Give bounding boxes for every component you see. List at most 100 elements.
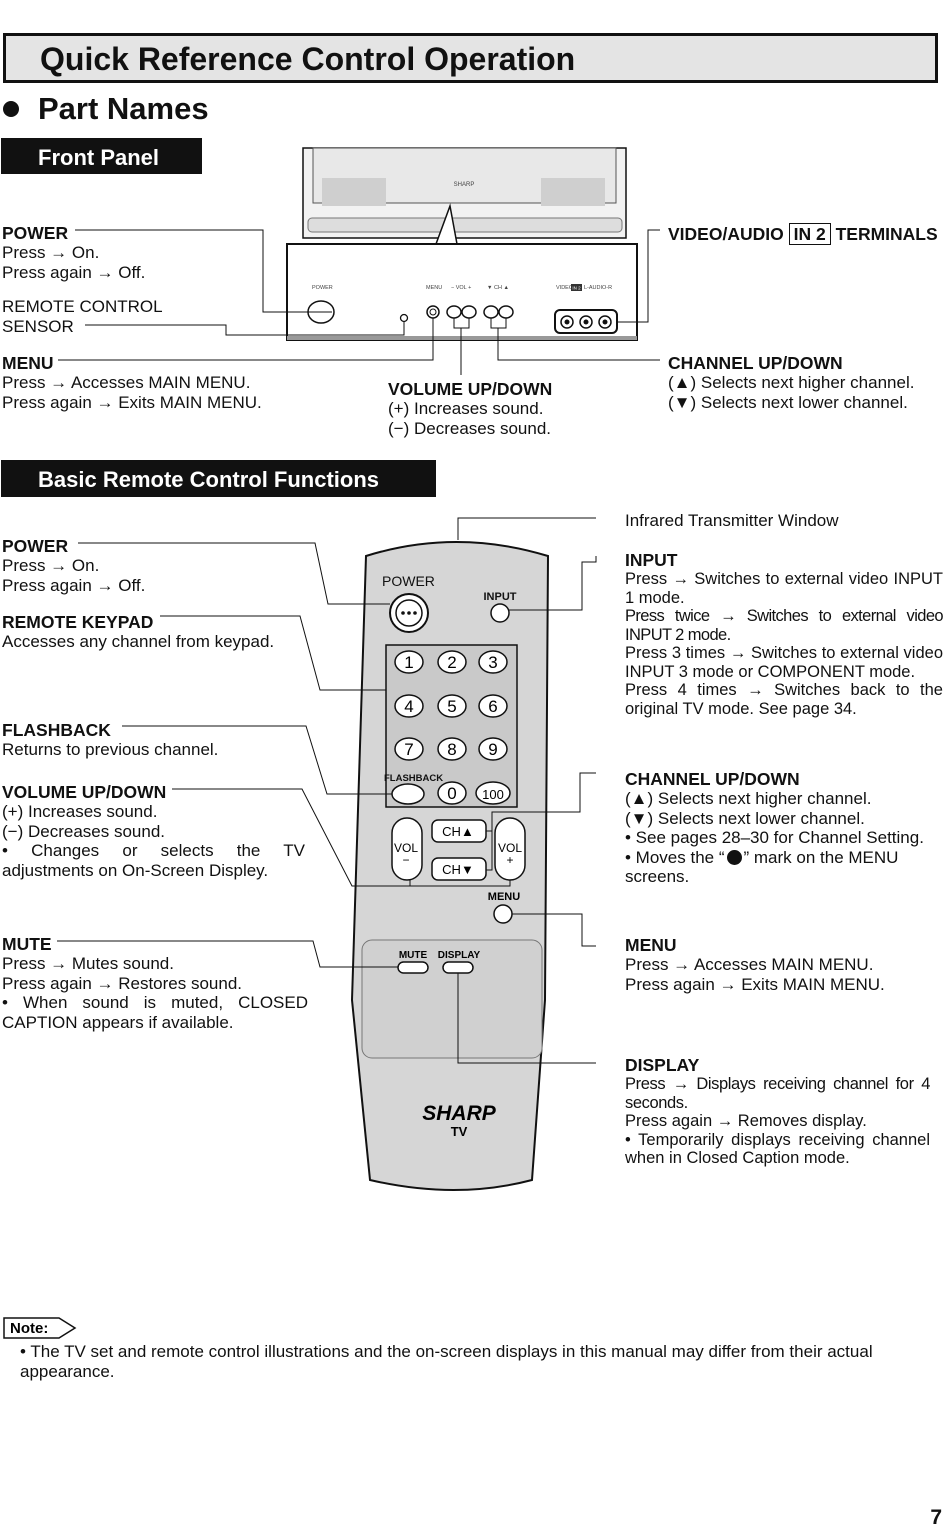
key-9-label: 9: [488, 740, 497, 759]
remote-brand: SHARP: [422, 1102, 497, 1125]
remote-tv-label: TV: [451, 1124, 468, 1139]
fp-volume-line2: (−) Decreases sound.: [388, 418, 551, 438]
key-100-button: [475, 781, 511, 805]
tv-brand-small: SHARP: [454, 182, 475, 188]
remote-functions-tab: Basic Remote Control Functions: [1, 460, 436, 497]
rc-channel-line1: (▲) Selects next higher channel.: [625, 789, 872, 808]
key-6-label: 6: [488, 697, 497, 716]
rc-channel-bullet2: • Moves the “” mark on the MENU screens.: [625, 848, 931, 887]
rc-display-bullet: • Temporarily displays receiving channel…: [625, 1130, 930, 1168]
remote-display-label: DISPLAY: [438, 950, 481, 961]
rc-channel-bullet2-a: • Moves the “: [625, 847, 725, 867]
rc-power-line2: Press again → Off.: [2, 575, 146, 595]
rc-channel-line2: (▼) Selects next lower channel.: [625, 808, 865, 828]
tv-front-panel-illustration: SHARP POWER MENU − VOL + ▼ CH ▲ VIDEO IN…: [58, 147, 660, 375]
key-8-label: 8: [447, 740, 456, 759]
page-title: Quick Reference Control Operation: [40, 41, 576, 77]
key-1-button: [394, 650, 424, 674]
fp-video-audio-suffix: TERMINALS: [835, 224, 938, 244]
panel-menu-label: MENU: [426, 285, 442, 291]
note-label-tag: Note:: [3, 1317, 77, 1339]
rc-keypad-heading: REMOTE KEYPAD: [2, 612, 154, 632]
remote-ch-up-label: CH▲: [442, 824, 474, 839]
rc-keypad-callout: REMOTE KEYPAD Accesses any channel from …: [2, 612, 274, 652]
rc-power-heading: POWER: [2, 536, 69, 556]
remote-vol-plus-sign: +: [506, 853, 513, 867]
rc-channel-heading: CHANNEL UP/DOWN: [625, 769, 800, 789]
remote-input-label: INPUT: [484, 591, 517, 603]
rc-input-p2: Press twice → Switches to external video…: [625, 607, 944, 644]
fp-sensor-line1: REMOTE CONTROL: [2, 297, 163, 316]
key-3-button: [478, 650, 508, 674]
page-number: 7: [930, 1506, 942, 1529]
rc-volume-callout: VOLUME UP/DOWN (+) Increases sound. (−) …: [2, 782, 305, 880]
fp-channel-line1: (▲) Selects next higher channel.: [668, 373, 915, 392]
front-panel-tab: Front Panel: [1, 138, 202, 174]
front-panel-tab-label: Front Panel: [38, 145, 160, 170]
panel-power-label: POWER: [312, 285, 333, 291]
fp-power-heading: POWER: [2, 223, 69, 243]
fp-menu-line2: Press again → Exits MAIN MENU.: [2, 392, 262, 412]
panel-video-label: VIDEO: [556, 285, 574, 291]
panel-in2-label: IN 2: [572, 286, 581, 291]
rc-mute-heading: MUTE: [2, 934, 52, 954]
remote-functions-tab-label: Basic Remote Control Functions: [38, 467, 380, 492]
fp-volume-callout: VOLUME UP/DOWN (+) Increases sound. (−) …: [388, 379, 552, 438]
rc-menu-line1: Press → Accesses MAIN MENU.: [625, 955, 874, 974]
key-0-button: [437, 781, 467, 805]
rc-display-heading: DISPLAY: [625, 1055, 700, 1075]
rc-ir-window-label: Infrared Transmitter Window: [625, 511, 839, 530]
key-6-button: [478, 694, 508, 718]
rc-channel-bullet2-b: ” mark on the MENU screens.: [625, 847, 899, 887]
fp-sensor-callout: REMOTE CONTROL SENSOR: [2, 297, 163, 336]
key-7-label: 7: [404, 740, 413, 759]
key-5-label: 5: [447, 697, 456, 716]
rc-volume-heading: VOLUME UP/DOWN: [2, 782, 167, 802]
rc-display-p2: Press again → Removes display.: [625, 1112, 867, 1130]
rc-input-heading: INPUT: [625, 550, 678, 570]
rc-mute-line1: Press → Mutes sound.: [2, 954, 174, 973]
title-bar: Quick Reference Control Operation: [3, 33, 938, 83]
remote-mute-label: MUTE: [399, 950, 428, 961]
rc-input-p4: Press 4 times → Switches back to the ori…: [625, 681, 943, 718]
note-label: Note:: [10, 1320, 48, 1337]
key-9-button: [478, 737, 508, 761]
rc-mute-line2: Press again → Restores sound.: [2, 973, 243, 993]
rc-menu-line2: Press again → Exits MAIN MENU.: [625, 974, 885, 994]
key-100-label: 100: [482, 787, 504, 802]
panel-ch-label: ▼ CH ▲: [487, 285, 509, 291]
remote-flashback-label: FLASHBACK: [384, 773, 443, 784]
key-8-button: [437, 737, 467, 761]
panel-audio-label: L-AUDIO-R: [584, 285, 612, 291]
panel-vol-label: − VOL +: [451, 285, 471, 291]
remote-vol-minus-label: VOL: [394, 841, 418, 855]
rc-channel-callout: CHANNEL UP/DOWN (▲) Selects next higher …: [625, 769, 931, 887]
fp-power-line2: Press again → Off.: [2, 262, 146, 282]
rc-mute-bullet: • When sound is muted, CLOSED CAPTION ap…: [2, 993, 308, 1032]
rc-input-p3: Press 3 times → Switches to external vid…: [625, 644, 943, 681]
fp-volume-heading: VOLUME UP/DOWN: [388, 379, 553, 399]
rc-input-callout: INPUT Press → Switches to external video…: [625, 550, 944, 718]
rc-volume-line2: (−) Decreases sound.: [2, 821, 165, 841]
key-5-button: [437, 694, 467, 718]
rc-power-line1: Press → On.: [2, 556, 100, 575]
key-4-label: 4: [404, 697, 413, 716]
key-0-label: 0: [447, 784, 456, 803]
key-7-button: [394, 737, 424, 761]
rc-display-callout: DISPLAY Press → Displays receiving chann…: [625, 1055, 930, 1168]
fp-power-line1: Press → On.: [2, 243, 100, 262]
section-heading-part-names: Part Names: [38, 91, 209, 126]
rc-flashback-callout: FLASHBACK Returns to previous channel.: [2, 720, 218, 760]
fp-channel-callout: CHANNEL UP/DOWN (▲) Selects next higher …: [668, 353, 914, 412]
key-3-label: 3: [488, 653, 497, 672]
fp-menu-callout: MENU Press → Accesses MAIN MENU. Press a…: [2, 353, 262, 412]
rc-display-p1: Press → Displays receiving channel for 4…: [625, 1075, 930, 1112]
fp-menu-heading: MENU: [2, 353, 54, 373]
remote-ch-down-label: CH▼: [442, 862, 474, 877]
fp-video-audio-prefix: VIDEO/AUDIO: [668, 224, 784, 244]
key-1-label: 1: [404, 653, 413, 672]
cursor-dot-icon: [726, 849, 742, 865]
rc-flashback-heading: FLASHBACK: [2, 720, 111, 740]
